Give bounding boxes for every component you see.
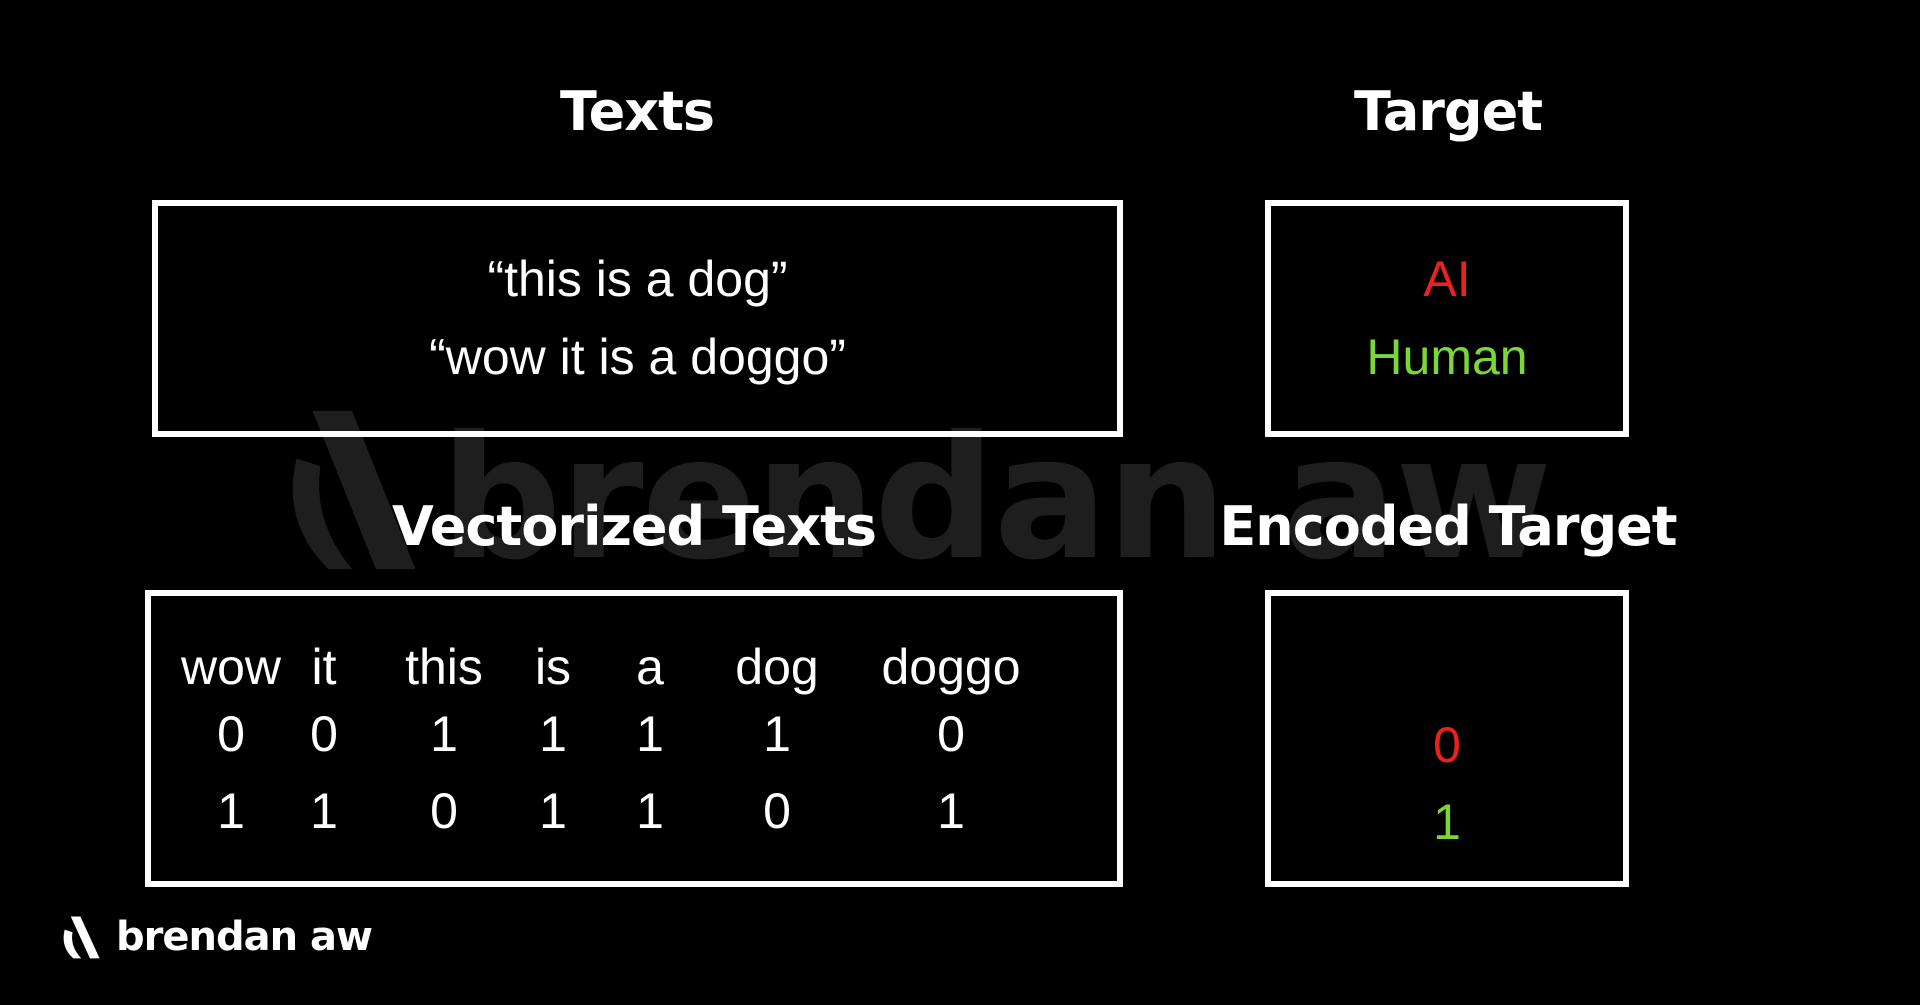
vector-word: is	[534, 639, 572, 695]
vector-value: 1	[539, 706, 567, 762]
encoded-target-heading: Encoded Target	[1219, 495, 1677, 558]
target-label-human: Human	[1366, 329, 1528, 385]
vectorized-texts-box: wow 0 1 it 0 1 this 1 0 is 1 1 a 1 1 dog…	[145, 590, 1123, 887]
vector-value: 0	[310, 706, 338, 762]
vector-value: 1	[539, 783, 567, 839]
vector-word: it	[311, 639, 337, 695]
encoded-value-ai: 0	[1433, 717, 1461, 773]
vector-value: 1	[636, 706, 664, 762]
vectorized-texts-heading: Vectorized Texts	[391, 495, 877, 558]
vector-value: 0	[763, 783, 791, 839]
vector-value: 1	[217, 783, 245, 839]
target-box: AI Human	[1265, 200, 1629, 437]
text-sample-1: “this is a dog”	[487, 251, 788, 307]
brand-logo: brendan aw	[60, 912, 373, 962]
vector-value: 0	[937, 706, 965, 762]
vector-word: a	[636, 639, 664, 695]
texts-heading: Texts	[559, 80, 715, 143]
target-heading: Target	[1353, 80, 1543, 143]
texts-box: “this is a dog” “wow it is a doggo”	[152, 200, 1123, 437]
vector-word: doggo	[881, 639, 1021, 695]
encoded-target-box: 0 1	[1265, 590, 1629, 887]
vector-word: wow	[180, 639, 282, 695]
vector-value: 0	[430, 783, 458, 839]
brand-logo-text: brendan aw	[116, 914, 373, 960]
target-label-ai: AI	[1423, 251, 1471, 307]
encoded-value-human: 1	[1433, 794, 1461, 850]
vector-word: this	[405, 639, 483, 695]
vector-value: 0	[217, 706, 245, 762]
vector-value: 1	[430, 706, 458, 762]
vector-word: dog	[735, 639, 819, 695]
vector-value: 1	[763, 706, 791, 762]
vector-value: 1	[636, 783, 664, 839]
text-sample-2: “wow it is a doggo”	[429, 329, 846, 385]
brand-mark-icon	[63, 916, 100, 959]
vector-value: 1	[310, 783, 338, 839]
watermark-logo-icon	[292, 410, 416, 570]
vector-value: 1	[937, 783, 965, 839]
